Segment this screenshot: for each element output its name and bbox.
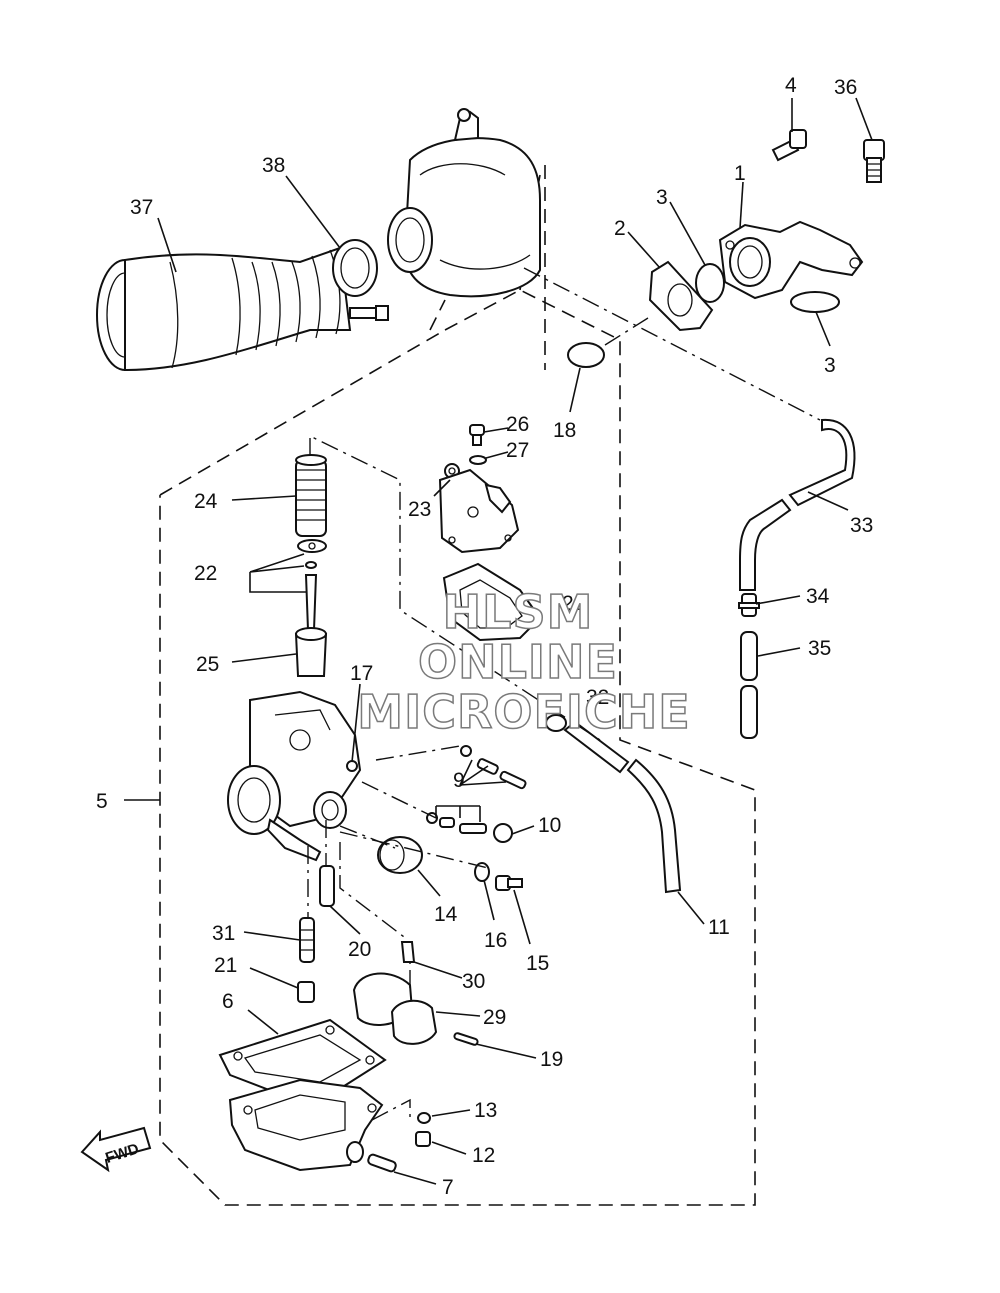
label-1: 1 bbox=[734, 162, 746, 185]
watermark: HLSM ONLINE MICROFICHE bbox=[357, 584, 691, 740]
watermark-line-2: ONLINE bbox=[418, 635, 618, 689]
label-29: 29 bbox=[483, 1006, 506, 1029]
label-18: 18 bbox=[553, 419, 576, 442]
alignment-lines bbox=[307, 267, 821, 1122]
label-9: 9 bbox=[453, 769, 465, 792]
label-16: 16 bbox=[484, 929, 507, 952]
label-34: 34 bbox=[806, 585, 830, 608]
label-4: 4 bbox=[785, 74, 797, 97]
label-36: 36 bbox=[834, 76, 857, 99]
label-30: 30 bbox=[462, 970, 485, 993]
throttle-spring-24 bbox=[295, 454, 327, 537]
o-ring-lower bbox=[790, 291, 840, 313]
part-labels: 1 2 3 3 4 5 6 7 9 10 11 12 13 14 15 16 1… bbox=[96, 74, 873, 1199]
label-12: 12 bbox=[472, 1144, 495, 1167]
o-ring-18 bbox=[567, 342, 605, 368]
float-pin-19 bbox=[453, 1032, 479, 1046]
label-32: 32 bbox=[586, 686, 609, 709]
vent-hose-33 bbox=[739, 418, 856, 591]
label-2: 2 bbox=[614, 217, 626, 240]
washer-13 bbox=[417, 1112, 431, 1124]
label-31: 31 bbox=[212, 922, 235, 945]
label-6: 6 bbox=[222, 990, 234, 1013]
label-17: 17 bbox=[350, 662, 373, 685]
label-33: 33 bbox=[850, 514, 873, 537]
top-gasket-28 bbox=[442, 562, 542, 642]
washer-22 bbox=[297, 539, 327, 569]
needle-valve-30 bbox=[400, 941, 416, 963]
overflow-hose-11 bbox=[563, 720, 682, 894]
cap-14 bbox=[377, 836, 423, 874]
label-26: 26 bbox=[506, 413, 529, 436]
screw-26 bbox=[469, 424, 485, 446]
air-duct-boot bbox=[96, 246, 352, 372]
main-jet-21 bbox=[297, 981, 315, 1003]
label-5: 5 bbox=[96, 790, 108, 813]
float-29 bbox=[352, 972, 438, 1045]
label-11: 11 bbox=[708, 916, 730, 939]
label-28: 28 bbox=[562, 592, 585, 615]
jet-needle bbox=[304, 574, 318, 631]
plug-10 bbox=[493, 823, 513, 843]
label-13: 13 bbox=[474, 1099, 497, 1122]
jet-holder-31 bbox=[299, 917, 315, 963]
label-15: 15 bbox=[526, 952, 549, 975]
needle-jet-20 bbox=[319, 865, 335, 907]
screw-12 bbox=[415, 1131, 431, 1147]
label-19: 19 bbox=[540, 1048, 563, 1071]
leader-lines bbox=[124, 97, 873, 1185]
carburetor-body bbox=[227, 690, 362, 862]
label-25: 25 bbox=[196, 653, 219, 676]
air-box bbox=[387, 108, 541, 298]
seal-32 bbox=[545, 714, 567, 732]
label-24: 24 bbox=[194, 490, 218, 513]
fwd-arrow-icon bbox=[80, 1126, 152, 1173]
bolt-4 bbox=[771, 129, 807, 162]
label-27: 27 bbox=[506, 439, 529, 462]
label-3-lower: 3 bbox=[824, 354, 836, 377]
fitting-34 bbox=[738, 593, 760, 617]
label-3-upper: 3 bbox=[656, 186, 668, 209]
label-35: 35 bbox=[808, 637, 831, 660]
label-37: 37 bbox=[130, 196, 153, 219]
o-ring-upper bbox=[695, 263, 725, 303]
label-21: 21 bbox=[214, 954, 237, 977]
washer-27 bbox=[469, 455, 487, 465]
label-38: 38 bbox=[262, 154, 285, 177]
label-20: 20 bbox=[348, 938, 371, 961]
gasket-2 bbox=[648, 260, 714, 332]
drain-screw-7 bbox=[367, 1153, 397, 1173]
bolt-36 bbox=[863, 139, 885, 183]
label-22: 22 bbox=[194, 562, 217, 585]
hose-clamp bbox=[332, 239, 389, 321]
label-10: 10 bbox=[538, 814, 561, 837]
throttle-valve-25 bbox=[294, 627, 328, 677]
float-bowl bbox=[228, 1078, 384, 1172]
tube-35 bbox=[740, 631, 758, 739]
label-7: 7 bbox=[442, 1176, 454, 1199]
air-screw-set-9 bbox=[426, 745, 527, 834]
label-14: 14 bbox=[434, 903, 458, 926]
intake-manifold bbox=[718, 220, 864, 300]
watermark-line-3: MICROFICHE bbox=[357, 685, 690, 739]
carburetor-top-cover bbox=[438, 468, 520, 554]
screw-15 bbox=[495, 875, 523, 891]
watermark-line-1: HLSM bbox=[443, 585, 594, 639]
label-23: 23 bbox=[408, 498, 431, 521]
